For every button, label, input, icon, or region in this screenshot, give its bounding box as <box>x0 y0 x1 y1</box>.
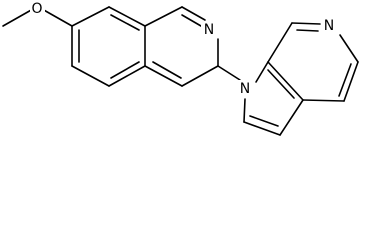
bond-n1-c2 <box>243 98 246 123</box>
bond-c3-c3a <box>279 99 304 136</box>
chemical-structure: O N N N <box>2 0 359 136</box>
methoxy-oxygen-label: O <box>31 1 42 17</box>
bond-c7-n6-inner <box>296 29 319 32</box>
pyrrole-nitrogen-label: N <box>240 81 250 97</box>
bond-c2-c3 <box>243 121 281 136</box>
bond-c7a-c7 <box>267 22 293 63</box>
bond-c5-c4-inner <box>338 63 352 97</box>
bond-c8a-c1 <box>144 6 183 27</box>
isoquinoline-nitrogen-label: N <box>204 22 214 38</box>
bond-n1-c7a <box>255 61 269 83</box>
bond-c2-c3-inner <box>249 115 279 127</box>
bond-oxygen-ring <box>41 8 73 27</box>
bond-c7-n6 <box>291 22 321 25</box>
bond-c1-n2-inner <box>181 14 202 27</box>
bond-c1-n2 <box>181 6 206 21</box>
atom-labels: O N N N <box>30 0 336 98</box>
pyridine-nitrogen-atom: N <box>321 17 336 35</box>
bond-c4-c4a <box>144 65 183 87</box>
pyridine-nitrogen-label: N <box>324 18 334 34</box>
bond-c3a-c7a-inner <box>267 69 295 99</box>
bond-c3-n1 <box>217 65 241 81</box>
bond-methyl-oxygen <box>2 8 34 27</box>
bond-c3a-c7a <box>267 61 304 101</box>
bond-c4a-c5 <box>108 65 146 87</box>
pyrrole-nitrogen-atom: N <box>237 80 252 98</box>
bond-c7-c8 <box>71 6 110 27</box>
methoxy-oxygen-atom: O <box>30 0 45 18</box>
bond-c3-c4 <box>181 65 219 87</box>
bond-c4-c4a-inner <box>152 61 182 79</box>
bond-lines <box>2 6 359 136</box>
bond-n6-c5 <box>339 34 359 63</box>
bond-c4-c3a <box>302 99 345 102</box>
isoquinoline-nitrogen-atom: N <box>201 21 216 39</box>
bond-c5-c6 <box>71 65 110 87</box>
bond-c8-c8a-inner <box>110 14 140 31</box>
bond-c8-c8a <box>108 6 146 27</box>
bond-c4a-c5-inner <box>110 61 140 79</box>
bond-c5-c4 <box>343 61 359 102</box>
